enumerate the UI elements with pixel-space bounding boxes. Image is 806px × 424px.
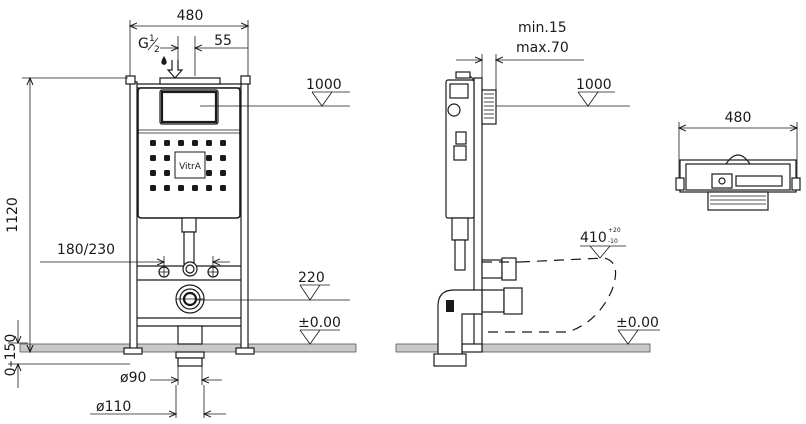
- side-top-level-label: 1000: [576, 77, 612, 93]
- top-view: 480: [675, 110, 801, 211]
- front-floor: [19, 343, 357, 353]
- inlet-offset-label: 55: [214, 33, 232, 49]
- wc-depth-sub: -10: [608, 238, 618, 245]
- front-view: VitrA: [3, 8, 357, 418]
- side-floor-level-label: ±0.00: [616, 315, 659, 331]
- inlet-thread-label: G: [138, 36, 149, 52]
- mounting-studs: [158, 261, 219, 278]
- side-view: min.15 max.70 1000 410 +20 -10 ±0.00: [395, 20, 660, 367]
- front-floor-level-marker: [299, 329, 340, 345]
- pipe-90-dimension: [150, 366, 222, 385]
- base-height-dimension: [8, 320, 130, 388]
- front-height-dimension: [22, 78, 128, 352]
- inlet-thread-fraction-den: 2: [154, 45, 160, 55]
- wc-depth-label: 410: [580, 230, 607, 246]
- wall-gap-max-label: max.70: [516, 40, 569, 56]
- front-height-label: 1120: [5, 197, 21, 233]
- inlet-thread-fraction-num: 1: [149, 34, 155, 44]
- cistern-dot-pattern: [150, 140, 226, 191]
- front-width-label: 480: [177, 8, 204, 24]
- top-frame: [675, 154, 801, 211]
- pipe-110-label: ø110: [96, 399, 131, 415]
- base-height-label: 0–150: [3, 334, 19, 377]
- wc-depth-sup: +20: [608, 227, 621, 234]
- connection-span-dimension: [40, 256, 230, 266]
- front-top-level-marker: [200, 91, 350, 107]
- side-floor: [395, 343, 651, 353]
- outlet-level-label: 220: [298, 270, 325, 286]
- side-drain-bend: [433, 289, 483, 367]
- brand-plate: [174, 151, 206, 179]
- outlet-level-marker: [196, 284, 350, 301]
- brand-logo-text: VitrA: [179, 162, 202, 172]
- wall-gap-dimension: [456, 54, 584, 90]
- side-top-level-marker: [496, 91, 630, 107]
- wall-brace: [481, 89, 497, 125]
- water-inlet: [159, 56, 221, 85]
- connection-span-label: 180/230: [57, 242, 115, 258]
- front-top-level-label: 1000: [306, 77, 342, 93]
- side-cistern: [445, 79, 475, 271]
- front-floor-level-label: ±0.00: [298, 315, 341, 331]
- wc-pan-outline: [482, 257, 617, 333]
- side-connectors: [481, 257, 523, 315]
- front-drop-pipe: [181, 217, 197, 265]
- outlet-bend: [175, 284, 205, 314]
- top-width-label: 480: [725, 110, 752, 126]
- inlet-dimension: [160, 36, 248, 76]
- side-floor-level-marker: [617, 329, 660, 345]
- floor-drain: [175, 325, 205, 367]
- wall-gap-min-label: min.15: [518, 20, 567, 36]
- wc-depth-marker: [580, 245, 626, 259]
- pipe-110-dimension: [90, 385, 226, 418]
- pipe-90-label: ø90: [120, 370, 146, 386]
